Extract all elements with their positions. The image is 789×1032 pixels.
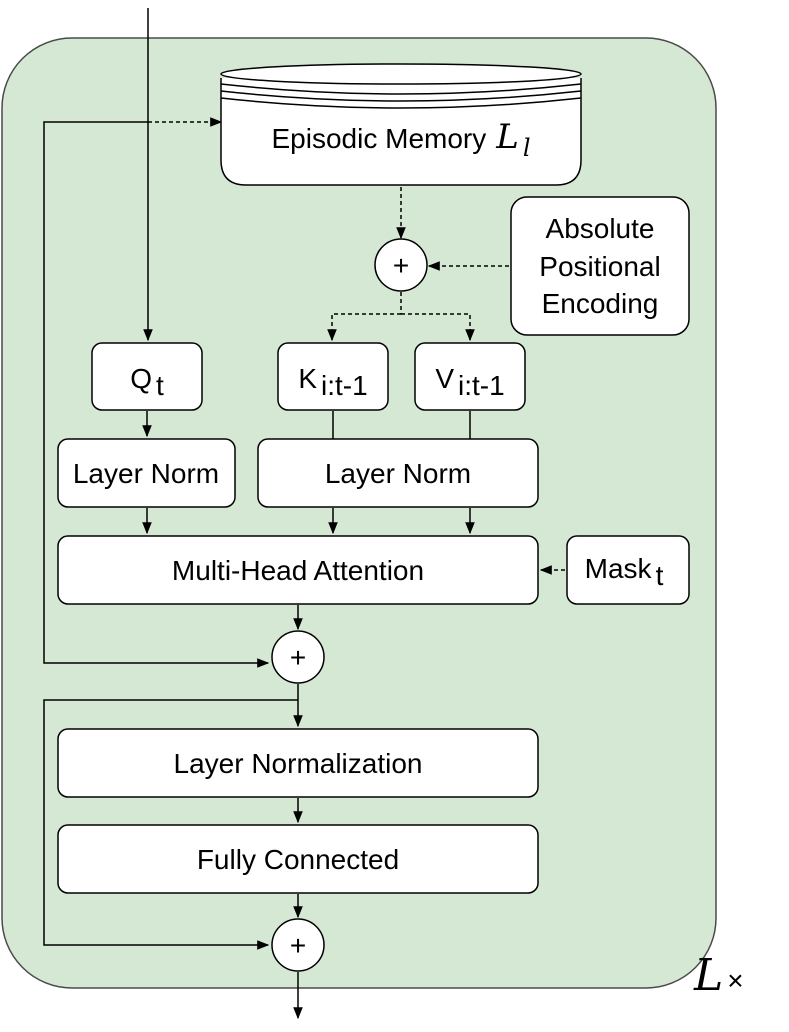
- positional-encoding-line1: Absolute: [546, 213, 655, 244]
- value-label: V: [435, 363, 454, 394]
- key-label-text: K i:t-1: [298, 363, 367, 401]
- positional-encoding-line2: Positional: [539, 251, 660, 282]
- value-box: [414, 342, 526, 411]
- value-label-text: V i:t-1: [435, 363, 504, 401]
- multi-head-attention-label: Multi-Head Attention: [172, 555, 424, 586]
- memory-subscript: l: [523, 134, 531, 162]
- value-subscript: i:t-1: [458, 370, 505, 401]
- repeat-times: ×: [727, 965, 743, 996]
- memory-symbol: L: [495, 117, 519, 157]
- mask-box: [566, 535, 690, 605]
- residual-path-1: [43, 121, 270, 668]
- layer-normalization-box: [57, 728, 539, 798]
- key-label: K: [298, 363, 317, 394]
- multi-head-attention-box: [57, 535, 539, 605]
- add-residual-2-symbol: +: [290, 930, 306, 961]
- memory-label-text: Episodic Memory L l: [272, 117, 531, 162]
- add-residual-1-circle: [271, 630, 325, 684]
- repeat-symbol: L: [693, 950, 723, 1001]
- query-label: Q: [130, 363, 152, 394]
- layer-normalization-label: Layer Normalization: [174, 748, 423, 779]
- layer-norm-query-box: [57, 438, 236, 508]
- split-to-v-arrow: [401, 313, 475, 342]
- memory-cylinder-ring-3: [220, 97, 582, 109]
- key-box: [277, 342, 389, 411]
- fully-connected-label: Fully Connected: [197, 844, 399, 875]
- episodic-memory: Episodic Memory L l: [220, 63, 582, 186]
- residual-path-2: [43, 699, 298, 950]
- query-box: [91, 342, 203, 411]
- mask-label-text: Mask t: [585, 553, 664, 591]
- fully-connected-box: [57, 824, 539, 894]
- positional-encoding-box: [510, 196, 690, 336]
- layer-norm-kv-box: [257, 438, 539, 508]
- repeat-label-text: L ×: [693, 950, 744, 1001]
- memory-label: Episodic Memory: [272, 123, 487, 154]
- key-subscript: i:t-1: [321, 370, 368, 401]
- query-subscript: t: [156, 370, 164, 401]
- mask-subscript: t: [656, 560, 664, 591]
- mask-label: Mask: [585, 553, 653, 584]
- memory-cylinder-ring-2: [220, 90, 582, 102]
- memory-cylinder-ring-1: [220, 83, 582, 95]
- add-residual-1-symbol: +: [290, 642, 306, 673]
- positional-encoding-line3: Encoding: [542, 288, 659, 319]
- add-positional-circle: [374, 238, 428, 292]
- layer-norm-kv-label: Layer Norm: [325, 458, 471, 489]
- split-to-k-arrow: [327, 313, 401, 342]
- add-positional-symbol: +: [393, 250, 409, 281]
- query-label-text: Q t: [130, 363, 164, 401]
- layer-norm-query-label: Layer Norm: [73, 458, 219, 489]
- add-residual-2-circle: [271, 918, 325, 972]
- memory-cylinder-top: [220, 63, 582, 85]
